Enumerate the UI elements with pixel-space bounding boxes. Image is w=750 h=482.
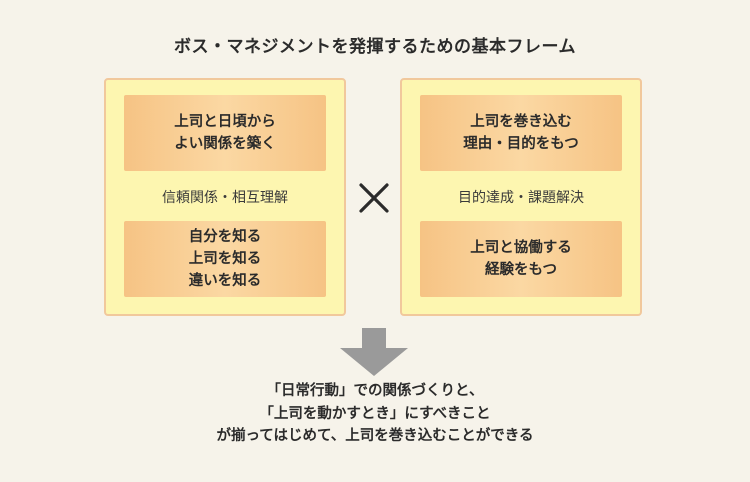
right-bottom-box-line: 経験をもつ bbox=[485, 262, 557, 278]
left-bottom-box-line: 自分を知る bbox=[188, 229, 262, 245]
left-bottom-box-line: 上司を知る bbox=[188, 251, 262, 267]
left-bottom-box-line: 違いを知る bbox=[188, 273, 262, 289]
right-top-box-line: 上司を巻き込む bbox=[470, 114, 572, 130]
summary-line: 「上司を動かすとき」にすべきこと bbox=[259, 405, 491, 422]
summary-line: が揃ってはじめて、上司を巻き込むことができる bbox=[216, 428, 534, 444]
right-bottom-box-line: 上司と協働する bbox=[470, 240, 572, 256]
left-caption: 信頼関係・相互理解 bbox=[162, 190, 288, 206]
summary-text: 「日常行動」での関係づくりと、 「上司を動かすとき」にすべきこと が揃ってはじめ… bbox=[0, 380, 750, 448]
right-caption: 目的達成・課題解決 bbox=[458, 190, 584, 206]
right-bottom-box: 上司と協働する 経験をもつ bbox=[420, 221, 622, 297]
left-top-box-line: よい関係を築く bbox=[174, 136, 276, 152]
right-top-box-line: 理由・目的をもつ bbox=[463, 136, 579, 152]
down-arrow-icon bbox=[340, 328, 408, 376]
left-bottom-box: 自分を知る 上司を知る 違いを知る bbox=[124, 221, 326, 297]
left-panel: 上司と日頃から よい関係を築く 信頼関係・相互理解 自分を知る 上司を知る 違い… bbox=[104, 78, 346, 316]
right-top-box: 上司を巻き込む 理由・目的をもつ bbox=[420, 95, 622, 171]
diagram-title: ボス・マネジメントを発揮するための基本フレーム bbox=[174, 37, 576, 57]
left-top-box: 上司と日頃から よい関係を築く bbox=[124, 95, 326, 171]
multiply-icon bbox=[359, 183, 389, 213]
right-panel: 上司を巻き込む 理由・目的をもつ 目的達成・課題解決 上司と協働する 経験をもつ bbox=[400, 78, 642, 316]
left-top-box-line: 上司と日頃から bbox=[174, 114, 276, 130]
summary-line: 「日常行動」での関係づくりと、 bbox=[266, 383, 484, 399]
